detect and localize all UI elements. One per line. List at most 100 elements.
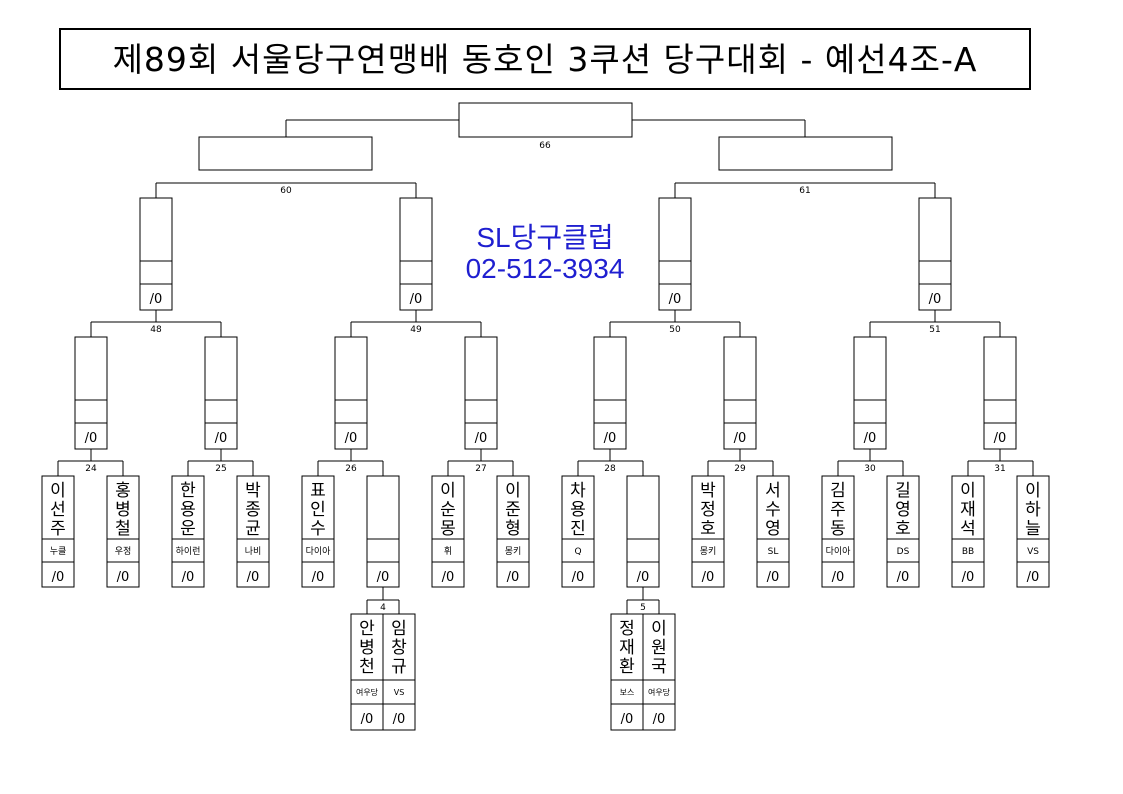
player-box [561, 475, 595, 588]
prelim-player-box [642, 613, 676, 731]
score-mark: /0 [897, 570, 910, 585]
match-number-semi: 60 [280, 186, 292, 196]
final-winner-box [458, 102, 633, 138]
match-number-prelim: 5 [640, 603, 646, 613]
page-title: 제89회 서울당구연맹배 동호인 3쿠션 당구대회 - 예선4조-A [112, 40, 978, 79]
score-mark: /0 [312, 570, 325, 585]
player-box [756, 475, 790, 588]
player-box [821, 475, 855, 588]
player-box [41, 475, 75, 588]
player-club: DS [897, 547, 910, 557]
player-box [431, 475, 465, 588]
player-club: 다이아 [826, 546, 852, 557]
player-club: VS [394, 688, 405, 697]
player-box [496, 475, 530, 588]
score-mark: /0 [572, 570, 585, 585]
score-mark: /0 [377, 570, 390, 585]
match-number-round1: 28 [604, 464, 616, 474]
player-box [951, 475, 985, 588]
match-number-round1: 27 [475, 464, 486, 474]
player-club: 하이런 [176, 546, 201, 557]
player-club: Q [574, 547, 581, 557]
match-number-quarter: 50 [669, 325, 681, 335]
title-box: 제89회 서울당구연맹배 동호인 3쿠션 당구대회 - 예선4조-A [59, 28, 1031, 90]
player-box [106, 475, 140, 588]
score-mark: /0 [247, 570, 260, 585]
sponsor-phone: 02-512-3934 [465, 253, 625, 284]
match-number-round1: 26 [345, 464, 357, 474]
score-mark: /0 [604, 431, 617, 446]
match-number-semi: 61 [799, 186, 810, 196]
sponsor-name: SL당구클럽 [476, 222, 614, 253]
score-mark: /0 [150, 292, 163, 307]
player-club: 여우당 [648, 687, 671, 697]
match-number-final: 66 [539, 141, 551, 151]
score-mark: /0 [653, 712, 666, 727]
score-mark: /0 [507, 570, 520, 585]
score-mark: /0 [117, 570, 130, 585]
score-mark: /0 [637, 570, 650, 585]
player-box [171, 475, 205, 588]
player-club: 누클 [50, 546, 67, 557]
score-mark: /0 [361, 712, 374, 727]
score-mark: /0 [962, 570, 975, 585]
player-box [301, 475, 335, 588]
semi-winner-box-left [198, 136, 373, 171]
score-mark: /0 [393, 712, 406, 727]
score-mark: /0 [85, 431, 98, 446]
match-number-round1: 24 [85, 464, 97, 474]
player-box [886, 475, 920, 588]
score-mark: /0 [734, 431, 747, 446]
score-mark: /0 [475, 431, 488, 446]
player-club: VS [1027, 547, 1039, 557]
score-mark: /0 [669, 292, 682, 307]
prelim-player-box [382, 613, 416, 731]
score-mark: /0 [832, 570, 845, 585]
match-number-round1: 31 [994, 464, 1005, 474]
score-mark: /0 [702, 570, 715, 585]
player-club: 보스 [620, 688, 635, 697]
match-number-quarter: 51 [929, 325, 940, 335]
player-club: 우정 [115, 546, 132, 557]
score-mark: /0 [1027, 570, 1040, 585]
match-number-round1: 30 [864, 464, 876, 474]
player-club: SL [768, 547, 779, 557]
score-mark: /0 [345, 431, 358, 446]
match-number-round1: 25 [215, 464, 226, 474]
match-number-prelim: 4 [380, 603, 386, 613]
match-number-quarter: 49 [410, 325, 422, 335]
player-club: 다이아 [306, 546, 332, 557]
player-club: 여우당 [356, 687, 379, 697]
score-mark: /0 [215, 431, 228, 446]
player-club: BB [962, 547, 974, 557]
player-club: 몽키 [505, 546, 522, 557]
score-mark: /0 [442, 570, 455, 585]
score-mark: /0 [864, 431, 877, 446]
player-club: 몽키 [700, 546, 717, 557]
match-number-quarter: 48 [150, 325, 162, 335]
score-mark: /0 [767, 570, 780, 585]
match-number-round1: 29 [734, 464, 746, 474]
score-mark: /0 [621, 712, 634, 727]
player-box [236, 475, 270, 588]
player-box [691, 475, 725, 588]
player-club: 나비 [245, 546, 262, 557]
score-mark: /0 [994, 431, 1007, 446]
